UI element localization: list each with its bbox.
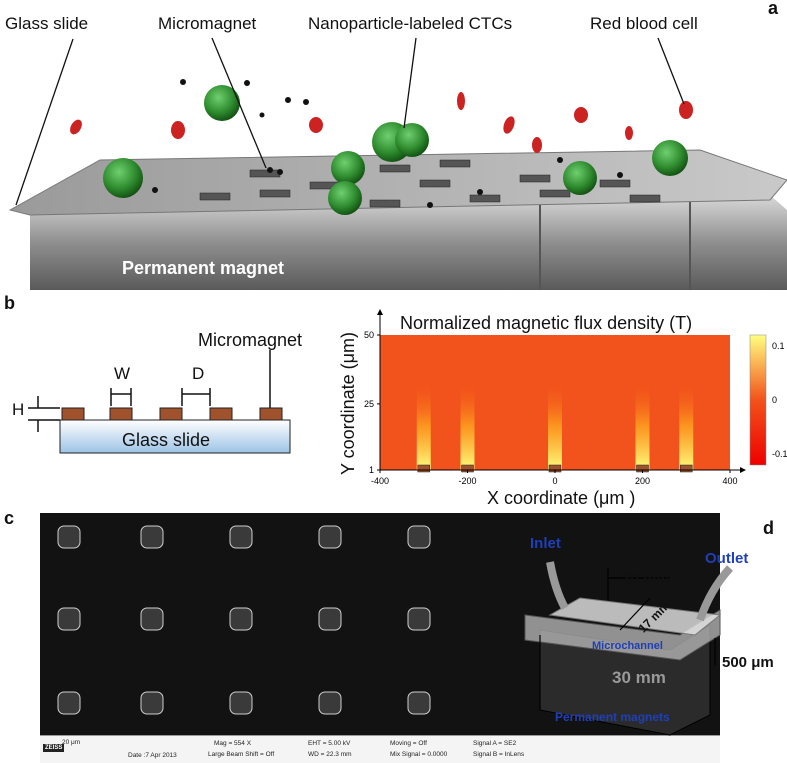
sem-signal-b: Signal B = InLens [473, 751, 525, 758]
sem-moving: Moving = Off [390, 740, 427, 747]
sem-eht: EHT = 5.00 kV [308, 740, 351, 747]
flux-plume [679, 380, 694, 470]
panel-a-illustration [0, 0, 787, 290]
panel-letter-b: b [4, 293, 15, 313]
colorbar-tick-label: 0.1 [772, 341, 785, 351]
dimension-markers [28, 350, 271, 432]
heatmap-chart: -400 -200 0 200 400 1 25 50 0.1 0 -0.1 [330, 305, 787, 510]
label-outlet: Outlet [705, 550, 749, 567]
flux-plume [416, 380, 431, 470]
y-tick-label: 50 [364, 330, 374, 340]
sem-beam: Large Beam Shift = Off [208, 751, 275, 758]
label-rbc: Red blood cell [590, 14, 698, 33]
x-tick-label: -400 [371, 476, 389, 486]
ctc-cells [103, 85, 688, 215]
device-illustration [520, 540, 787, 740]
leader-lines [15, 37, 685, 206]
sem-scalebar: 20 μm [62, 739, 81, 746]
flux-plume [460, 380, 475, 470]
schematic-label-d: D [192, 364, 205, 383]
panel-letter-c: c [4, 508, 15, 528]
heatmap-svg: -400 -200 0 200 400 1 25 50 0.1 0 -0.1 [364, 309, 787, 486]
y-tick-label: 1 [369, 465, 374, 475]
label-500um: 500 μm [722, 654, 774, 671]
y-axis-arrow [377, 309, 383, 315]
schematic-label-w: W [114, 364, 131, 383]
heatmap-ylabel: Y coordinate (μm) [338, 331, 359, 476]
schematic-label-h: H [12, 400, 25, 419]
glass-slide-block [59, 419, 291, 454]
permanent-magnet-body [30, 195, 787, 290]
sem-signal-a: Signal A = SE2 [473, 740, 517, 747]
schematic-label-glass-slide: Glass slide [122, 430, 211, 450]
schematic-svg [28, 350, 291, 454]
panel-letter-a: a [768, 0, 779, 18]
micromagnet-marker [680, 464, 693, 473]
label-micromagnet-a: Micromagnet [158, 14, 257, 33]
x-axis-arrow [740, 467, 746, 473]
device-svg [524, 561, 733, 736]
sem-wd: WD = 22.3 mm [308, 751, 352, 758]
label-inlet: Inlet [530, 535, 561, 552]
chip-top [524, 609, 721, 661]
sem-micromagnet-grid [57, 525, 431, 715]
colorbar-tick-label: 0 [772, 395, 777, 405]
schematic-label-micromagnet: Micromagnet [198, 330, 303, 350]
sem-date: Date :7 Apr 2013 [128, 752, 177, 759]
nanoparticles [152, 79, 623, 208]
x-tick-label: 400 [722, 476, 737, 486]
sem-info-bar: ZEISS 20 μm Date :7 Apr 2013 Mag = 554 X… [40, 735, 720, 763]
red-blood-cells [70, 92, 693, 153]
micromagnet-blocks [61, 407, 283, 421]
label-30mm: 30 mm [612, 668, 666, 687]
device-dimension-lines [539, 568, 716, 710]
y-tick-label: 25 [364, 399, 374, 409]
panel-a-scene [8, 37, 787, 290]
sem-mix: Mix Signal = 0.0000 [390, 751, 448, 758]
zeiss-logo: ZEISS [43, 744, 65, 752]
outlet-tube [696, 565, 733, 622]
heatmap-title: Normalized magnetic flux density (T) [400, 313, 693, 333]
panel-letter-d: d [763, 518, 774, 538]
x-tick-label: 200 [635, 476, 650, 486]
colorbar-tick-label: -0.1 [772, 449, 787, 459]
micromagnet-marker [417, 464, 430, 473]
inlet-tube [546, 561, 569, 610]
heatmap-xlabel: X coordinate (μm ) [487, 488, 636, 508]
label-glass-slide: Glass slide [5, 14, 89, 33]
panel-b-schematic [20, 330, 300, 470]
colorbar [749, 334, 767, 466]
label-permanent-magnet: Permanent magnet [122, 258, 285, 278]
flux-plume [548, 380, 562, 470]
label-permanent-magnets: Permanent magnets [555, 710, 670, 724]
label-microchannel: Microchannel [592, 640, 663, 652]
sem-mag: Mag = 554 X [214, 740, 252, 747]
micromagnet-array [199, 159, 661, 208]
x-tick-label: -200 [458, 476, 476, 486]
flux-plume [635, 380, 650, 470]
x-tick-label: 0 [552, 476, 557, 486]
label-20mm: 20 mm [622, 570, 670, 587]
label-ctcs: Nanoparticle-labeled CTCs [308, 14, 513, 33]
